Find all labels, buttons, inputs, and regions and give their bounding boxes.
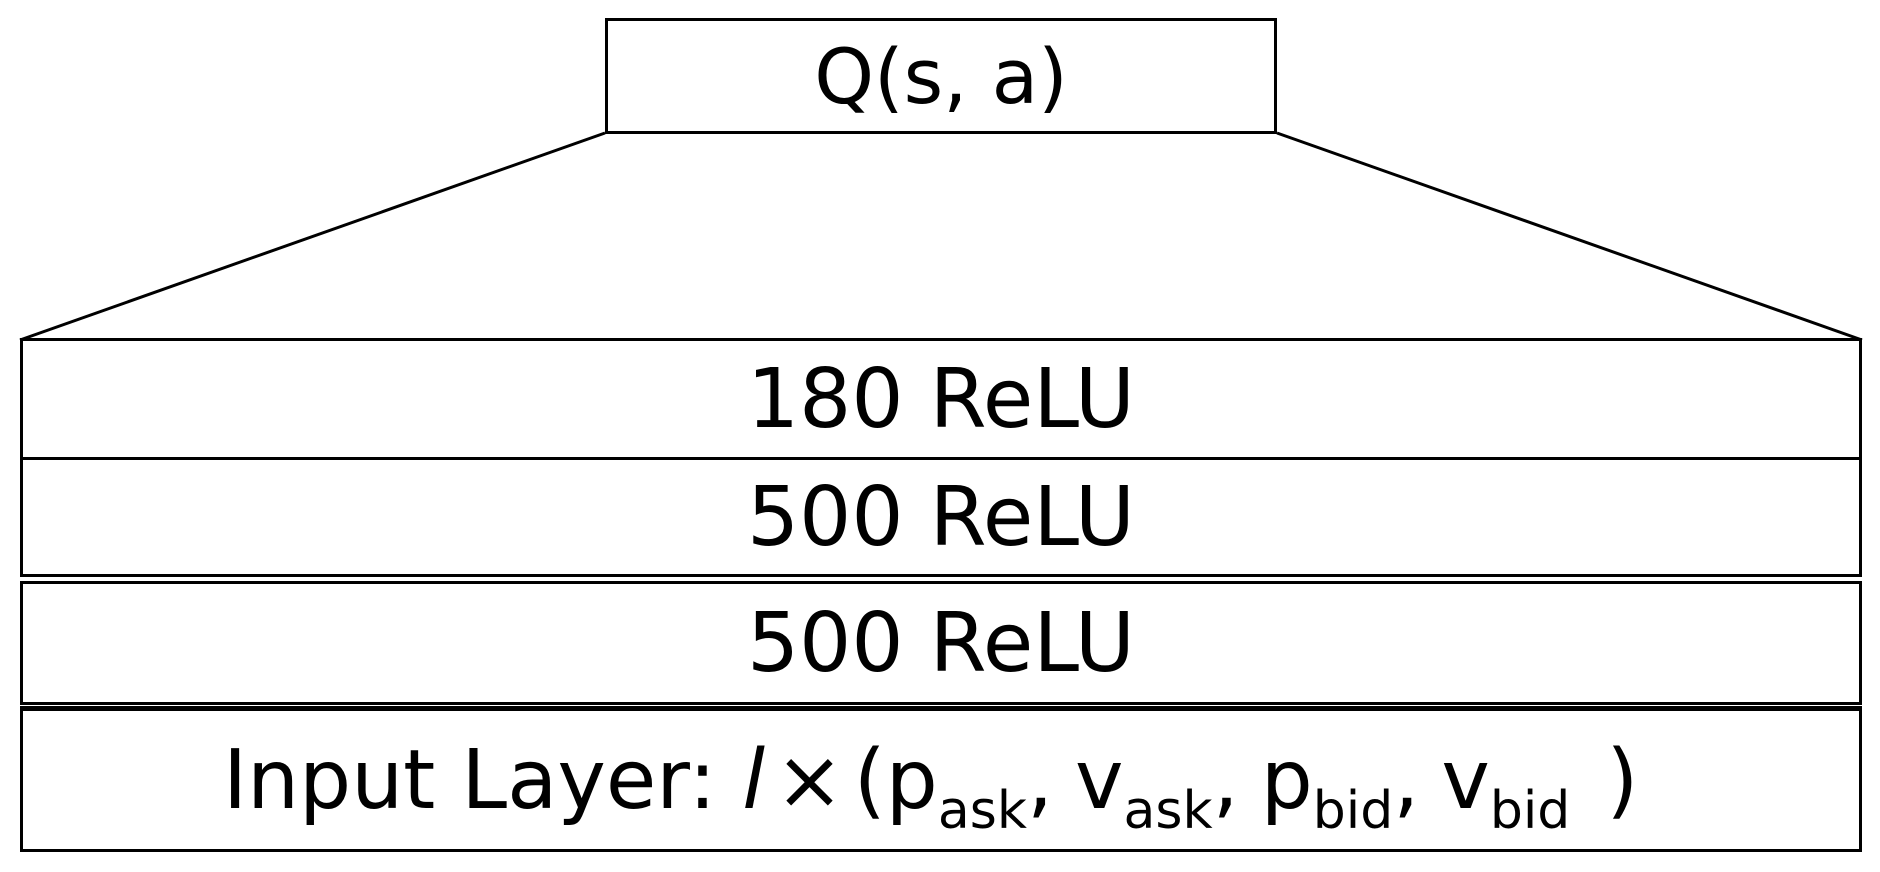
close-paren: ) [1606,732,1639,828]
hidden-layer-1-label: 180 ReLU [747,351,1135,447]
hidden-layer-3-label: 500 ReLU [747,595,1135,691]
input-multiplier: l [742,732,766,828]
term-p-bid: pbid [1260,732,1394,841]
hidden-layer-1: 180 ReLU [20,338,1862,460]
hidden-layer-2-label: 500 ReLU [747,469,1135,565]
separator-3: , [1393,732,1420,828]
input-layer-prefix: Input Layer: [223,732,743,828]
hidden-layer-3: 500 ReLU [20,581,1862,705]
times-symbol: × [775,732,844,828]
term-v-ask: vask [1075,732,1213,841]
layer-stack: 180 ReLU 500 ReLU 500 ReLU Input Layer: … [20,338,1862,852]
term-v-bid: vbid [1441,732,1571,841]
left-connector-line [19,131,606,342]
input-layer-formula: Input Layer: l×(pask,vask,pbid,vbid) [223,732,1639,841]
term-p-ask: pask [885,732,1027,841]
separator-2: , [1212,732,1239,828]
separator-1: , [1026,732,1054,828]
output-label: Q(s, a) [814,31,1068,121]
output-node-q-value: Q(s, a) [605,18,1277,134]
input-layer: Input Layer: l×(pask,vask,pbid,vbid) [20,706,1862,852]
right-connector-line [1276,131,1863,342]
open-paren: ( [853,732,886,828]
hidden-layer-2: 500 ReLU [20,457,1862,577]
